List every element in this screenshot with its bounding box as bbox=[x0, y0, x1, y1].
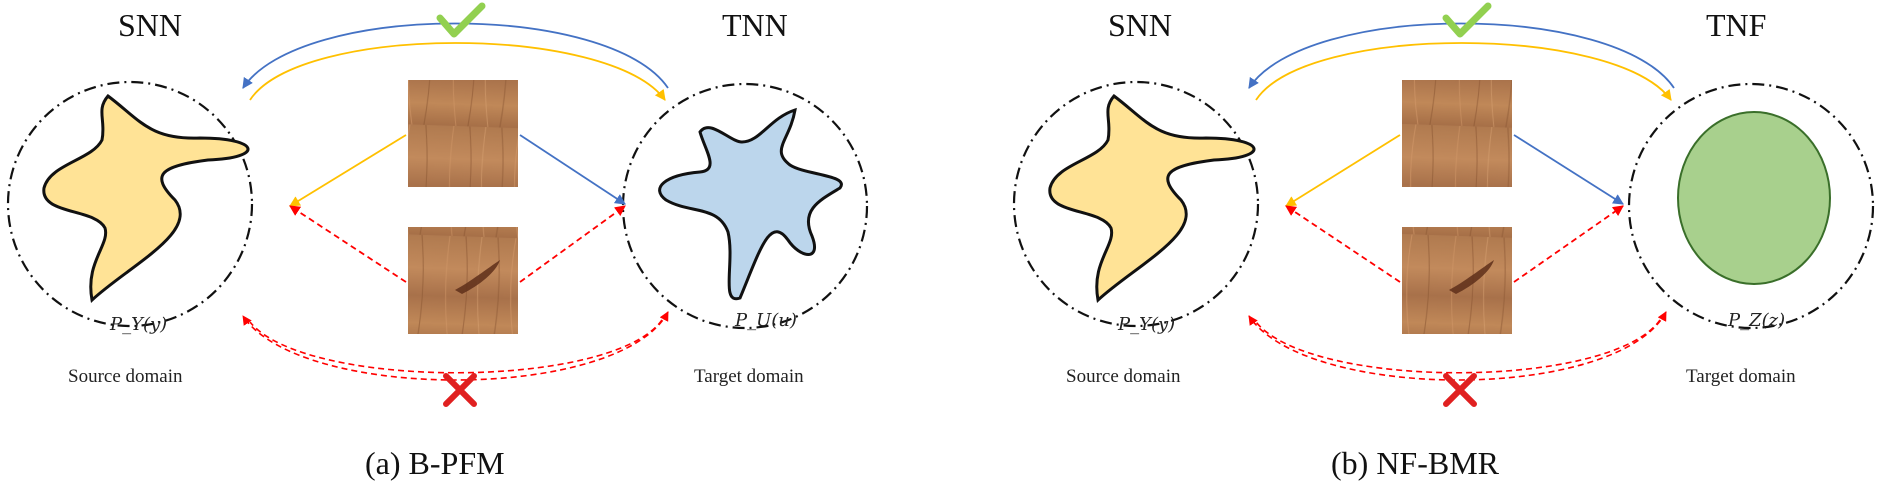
blue-arrow-to-target bbox=[1513, 134, 1624, 205]
source-domain-circle bbox=[1012, 80, 1260, 328]
target-distribution-shape bbox=[1677, 111, 1831, 285]
blue-top-arrow bbox=[242, 22, 669, 89]
blue-arrow-to-target bbox=[519, 134, 626, 205]
cross-icon bbox=[443, 373, 477, 407]
right-distribution-label: P_Z(z) bbox=[1727, 310, 1785, 331]
target-domain-label: Target domain bbox=[1686, 366, 1796, 387]
yellow-arrow-to-source bbox=[1285, 134, 1401, 207]
red-bottom-arrow-2 bbox=[1255, 319, 1661, 374]
panel-b-caption: (b) NF-BMR bbox=[1331, 445, 1500, 481]
source-domain-label: Source domain bbox=[1066, 366, 1181, 387]
check-icon bbox=[1442, 2, 1492, 38]
red-arrow-to-source bbox=[1285, 205, 1401, 283]
red-bottom-arrow-1 bbox=[242, 311, 669, 381]
source-domain-circle bbox=[6, 80, 254, 328]
red-bottom-arrow-1 bbox=[1248, 311, 1667, 381]
check-icon bbox=[436, 2, 486, 38]
red-arrow-to-target bbox=[1513, 205, 1624, 283]
right-distribution-label: P_U(u) bbox=[734, 310, 797, 331]
left-distribution-label: P_Y(y) bbox=[1117, 314, 1175, 335]
yellow-top-arrow bbox=[1255, 42, 1672, 101]
panel-a: SNN TNN P_Y(y) P_U(u) Source domain Targ… bbox=[6, 2, 869, 481]
left-distribution-label: P_Y(y) bbox=[109, 314, 167, 335]
left-network-label: SNN bbox=[1108, 7, 1172, 43]
red-bottom-arrow-2 bbox=[249, 319, 663, 374]
red-arrow-to-source bbox=[289, 205, 407, 283]
source-domain-label: Source domain bbox=[68, 366, 183, 387]
wood-texture-defect bbox=[1402, 227, 1512, 334]
target-distribution-shape bbox=[658, 107, 843, 301]
cross-icon bbox=[1443, 373, 1477, 407]
target-domain-circle bbox=[621, 82, 869, 330]
yellow-arrow-to-source bbox=[289, 134, 407, 207]
wood-texture-normal bbox=[408, 80, 518, 187]
red-arrow-to-target bbox=[519, 205, 626, 283]
wood-texture-defect bbox=[408, 227, 518, 334]
target-domain-label: Target domain bbox=[694, 366, 804, 387]
right-network-label: TNF bbox=[1706, 7, 1766, 43]
source-distribution-shape bbox=[42, 93, 250, 303]
left-network-label: SNN bbox=[118, 7, 182, 43]
yellow-top-arrow bbox=[249, 42, 666, 101]
wood-texture-normal bbox=[1402, 80, 1512, 187]
panel-a-caption: (a) B-PFM bbox=[365, 445, 505, 481]
panel-b: SNN TNF P_Y(y) P_Z(z) Source domain Targ… bbox=[1012, 2, 1875, 481]
blue-top-arrow bbox=[1248, 22, 1675, 89]
right-network-label: TNN bbox=[722, 7, 788, 43]
target-domain-circle bbox=[1627, 82, 1875, 330]
source-distribution-shape bbox=[1048, 93, 1256, 303]
